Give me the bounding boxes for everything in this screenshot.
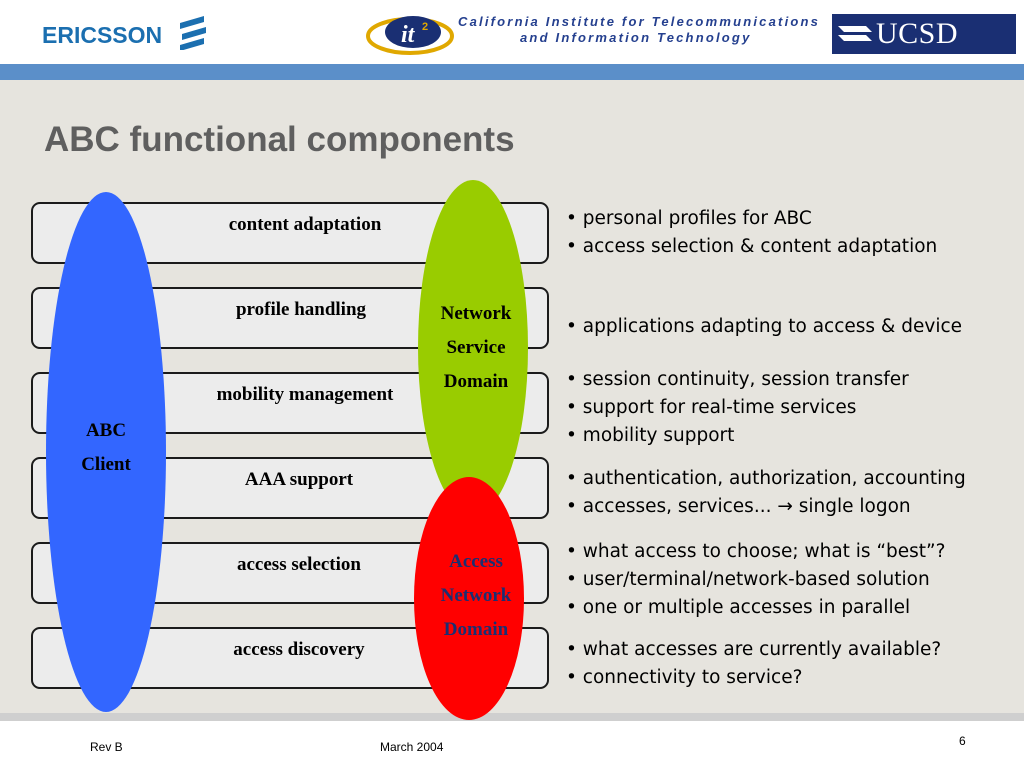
header-stripe <box>0 64 1024 80</box>
bullet-item: • accesses, services... → single logon <box>566 496 911 517</box>
network-service-domain-oval <box>418 180 528 515</box>
slide-title: ABC functional components <box>44 120 515 159</box>
calit2-name-line2: and Information Technology <box>520 30 752 45</box>
access-network-domain-oval <box>414 477 524 720</box>
bullet-item: • what accesses are currently available? <box>566 639 942 660</box>
access-network-domain-label-line: Network <box>440 585 512 606</box>
footer-stripe <box>0 713 1024 721</box>
bullet-item: • user/terminal/network-based solution <box>566 569 930 590</box>
bullets-access-selection: • what access to choose; what is “best”?… <box>566 538 945 622</box>
bullet-item: • one or multiple accesses in parallel <box>566 597 911 618</box>
access-network-domain-label-line: Domain <box>443 619 509 640</box>
bullet-item: • session continuity, session transfer <box>566 369 909 390</box>
access-network-domain-label-line: Access <box>449 551 503 572</box>
bullet-item: • access selection & content adaptation <box>566 236 938 257</box>
row-label-content-adaptation: content adaptation <box>228 214 382 235</box>
bullet-item: • authentication, authorization, account… <box>566 468 966 489</box>
row-label-access-discovery: access discovery <box>233 639 365 660</box>
bullet-item: • mobility support <box>566 425 735 446</box>
bullet-item: • what access to choose; what is “best”? <box>566 541 946 562</box>
svg-text:it: it <box>401 22 416 48</box>
bullets-content-adaptation: • personal profiles for ABC • access sel… <box>566 205 937 261</box>
bullets-access-discovery: • what accesses are currently available?… <box>566 636 941 692</box>
bullet-item: • applications adapting to access & devi… <box>566 316 963 337</box>
bullets-aaa-support: • authentication, authorization, account… <box>566 465 966 521</box>
abc-client-oval <box>46 192 166 712</box>
network-service-domain-label-line: Domain <box>443 371 509 392</box>
footer-date: March 2004 <box>380 740 444 754</box>
bullets-mobility-management: • session continuity, session transfer •… <box>566 366 909 450</box>
bullet-item: • personal profiles for ABC <box>566 208 812 229</box>
network-service-domain-label-line: Service <box>446 337 506 358</box>
calit2-name-line1: California Institute for Telecommunicati… <box>458 14 821 29</box>
ericsson-logo-text: ERICSSON <box>42 22 163 48</box>
abc-client-label: ABC Client <box>56 414 156 482</box>
row-label-aaa-support: AAA support <box>244 469 354 490</box>
ucsd-logo-text: UCSD <box>876 17 959 50</box>
footer-revision: Rev B <box>90 740 123 754</box>
access-network-domain-label: Access Network Domain <box>420 545 532 647</box>
svg-text:2: 2 <box>422 21 428 33</box>
abc-client-label-line: Client <box>81 454 131 475</box>
ericsson-logo-icon <box>180 16 206 50</box>
footer-page-number: 6 <box>959 734 966 748</box>
abc-client-label-line: ABC <box>85 420 127 441</box>
ucsd-logo <box>832 14 1016 54</box>
bullet-item: • support for real-time services <box>566 397 857 418</box>
calit2-logo-icon: it 2 <box>366 16 454 55</box>
network-service-domain-label: Network Service Domain <box>420 297 532 399</box>
bullet-item: • connectivity to service? <box>566 667 803 688</box>
bullets-profile-handling: • applications adapting to access & devi… <box>566 313 962 341</box>
network-service-domain-label-line: Network <box>440 303 512 324</box>
row-label-profile-handling: profile handling <box>235 299 367 320</box>
row-label-mobility-management: mobility management <box>216 384 394 405</box>
row-label-access-selection: access selection <box>237 554 361 575</box>
ucsd-logo-icon <box>838 26 872 41</box>
